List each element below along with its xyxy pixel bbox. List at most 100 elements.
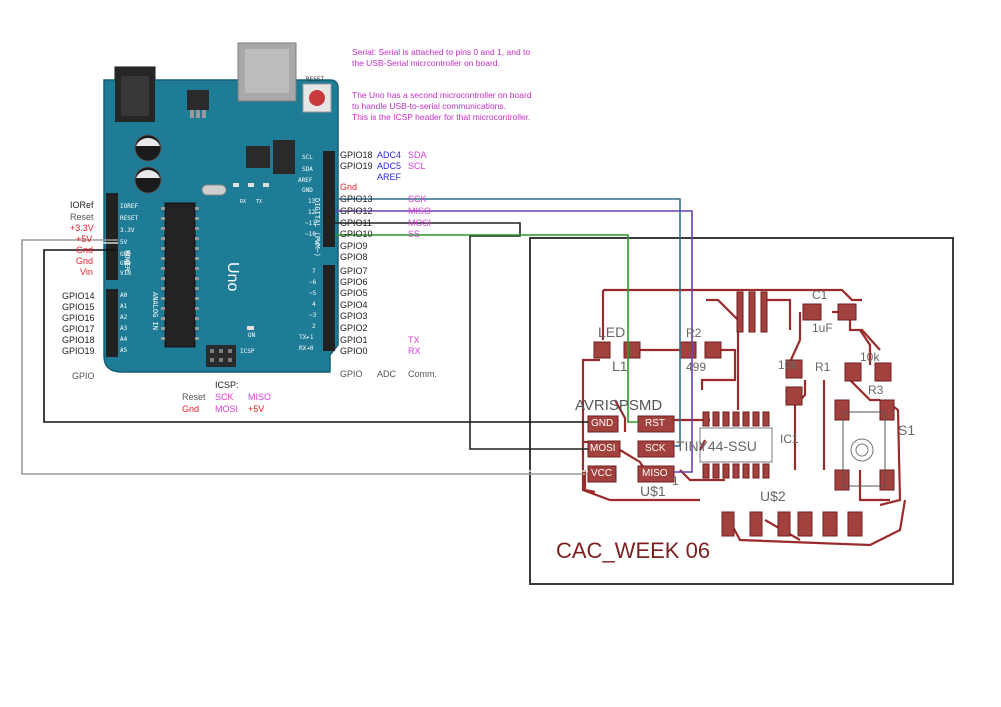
silk-4: 4 <box>312 301 316 308</box>
wire-rst <box>335 234 638 423</box>
pcb-r2: R2 <box>686 326 702 340</box>
wire-gnd <box>43 249 588 423</box>
silk-a1: A1 <box>120 303 128 310</box>
icsp-note-line2: to handle USB-to-serial communications. <box>352 101 507 111</box>
label-adc5: ADC5 <box>377 161 402 171</box>
label-gnd-right: Gnd <box>340 182 358 192</box>
pcb-u1: U$1 <box>640 483 666 499</box>
label-gpio2: GPIO2 <box>340 323 368 333</box>
label-gpio-footer-left: GPIO <box>72 371 95 381</box>
label-sck-right: SCK <box>408 194 427 204</box>
label-gpio12: GPIO12 <box>340 206 373 216</box>
atmega-chip <box>164 202 196 348</box>
label-gnd2: Gnd <box>76 256 94 266</box>
pcb-outline <box>529 237 954 585</box>
pcb-title: CAC_WEEK 06 <box>556 538 711 563</box>
label-icsp-gnd: Gnd <box>182 404 200 414</box>
label-miso-right: MISO <box>408 206 432 216</box>
pcb-pin1: 1 <box>672 474 679 488</box>
reset-silk: RESET <box>306 76 325 83</box>
label-icsp-mosi: MOSI <box>215 404 239 414</box>
label-sda: SDA <box>408 150 427 160</box>
label-3v3: +3.3V <box>70 223 94 233</box>
power-header <box>106 193 118 280</box>
icsp-header-usb <box>273 140 295 174</box>
pcb-r3: R3 <box>868 383 884 397</box>
label-reset: Reset <box>70 212 94 222</box>
silk-rx0: RX◂0 <box>299 345 314 352</box>
label-gpio18-left: GPIO18 <box>62 335 95 345</box>
digital-header-upper <box>323 151 335 247</box>
silk-rx: RX <box>240 199 247 205</box>
label-gpio1: GPIO1 <box>340 335 368 345</box>
label-icsp-sck: SCK <box>215 392 234 402</box>
label-ss: SS <box>408 229 421 239</box>
silk-ioref: IOREF <box>120 203 139 210</box>
pcb-r2-value: 499 <box>686 360 707 374</box>
label-mosi-right: MOSI <box>408 218 432 228</box>
icsp-note-line1: The Uno has a second microcontroller on … <box>352 90 532 100</box>
label-gpio0: GPIO0 <box>340 346 368 356</box>
pcb-r1: R1 <box>815 360 831 374</box>
silk-aref: AREF <box>298 177 313 184</box>
board-name: Uno <box>224 262 241 292</box>
wire-miso <box>335 210 693 473</box>
icsp-silk: ICSP <box>240 348 255 355</box>
silk-2: 2 <box>312 323 316 330</box>
wire-mosi <box>335 222 588 450</box>
wires <box>21 198 693 475</box>
silk-5v: 5V <box>120 239 128 246</box>
digital-silk: DIGITAL (PWM~) <box>313 198 321 258</box>
on-silk: ON <box>248 332 256 339</box>
label-gpio3: GPIO3 <box>340 311 368 321</box>
label-gpio5: GPIO5 <box>340 288 368 298</box>
serial-note-line2: the USB-Serial micrcontroller on board. <box>352 58 500 68</box>
pushbutton-s1 <box>842 411 886 487</box>
label-gpio-footer-right: GPIO <box>340 369 363 379</box>
silk-tx1: TX▸1 <box>299 334 314 341</box>
label-gpio19-right: GPIO19 <box>340 161 373 171</box>
silk-a5: A5 <box>120 347 128 354</box>
silk-gnd-top: GND <box>302 187 313 194</box>
silk-3: ~3 <box>309 312 317 319</box>
silk-vin: VIN <box>120 270 131 277</box>
arduino-uno-board <box>103 42 339 373</box>
label-gpio6: GPIO6 <box>340 277 368 287</box>
label-gpio13: GPIO13 <box>340 194 373 204</box>
label-icsp-miso: MISO <box>248 392 272 402</box>
label-comm-footer: Comm. <box>408 369 437 379</box>
pcb-ic1: IC1 <box>780 432 799 446</box>
label-adc4: ADC4 <box>377 150 402 160</box>
label-tx: TX <box>408 335 420 345</box>
icsp-note-line3: This is the ICSP header for that microco… <box>352 112 531 122</box>
pad-vcc: VCC <box>591 468 613 479</box>
label-5v: +5V <box>76 234 93 244</box>
label-icsp-5v: +5V <box>248 404 265 414</box>
silk-6: ~6 <box>309 279 317 286</box>
pad-miso: MISO <box>642 468 668 479</box>
label-icsp-title: ICSP: <box>215 380 239 390</box>
pcb-ic: TINY44-SSU <box>676 438 757 454</box>
pad-sck: SCK <box>645 443 666 454</box>
wire-sck <box>335 198 681 447</box>
silk-gnd1: GND <box>120 251 131 258</box>
label-gpio11: GPIO11 <box>340 218 372 228</box>
pcb-r3-value: 10k <box>860 350 880 364</box>
silk-scl: SCL <box>302 154 313 161</box>
silk-tx: TX <box>256 199 263 205</box>
label-ioref: IORef <box>70 200 94 210</box>
silk-11: ~11 <box>305 220 316 227</box>
silk-a2: A2 <box>120 314 128 321</box>
silk-a0: A0 <box>120 292 128 299</box>
label-gpio9: GPIO9 <box>340 241 368 251</box>
pcb-pads <box>587 291 895 537</box>
digital-header-lower <box>323 265 335 351</box>
label-gpio14: GPIO14 <box>62 291 95 301</box>
silk-10: ~10 <box>305 231 316 238</box>
pcb-c1-value: 1uF <box>812 321 833 335</box>
board-body <box>103 79 339 373</box>
label-gpio16: GPIO16 <box>62 313 95 323</box>
silk-reset: RESET <box>120 215 139 222</box>
pcb-r1-value: 10k <box>778 358 798 372</box>
